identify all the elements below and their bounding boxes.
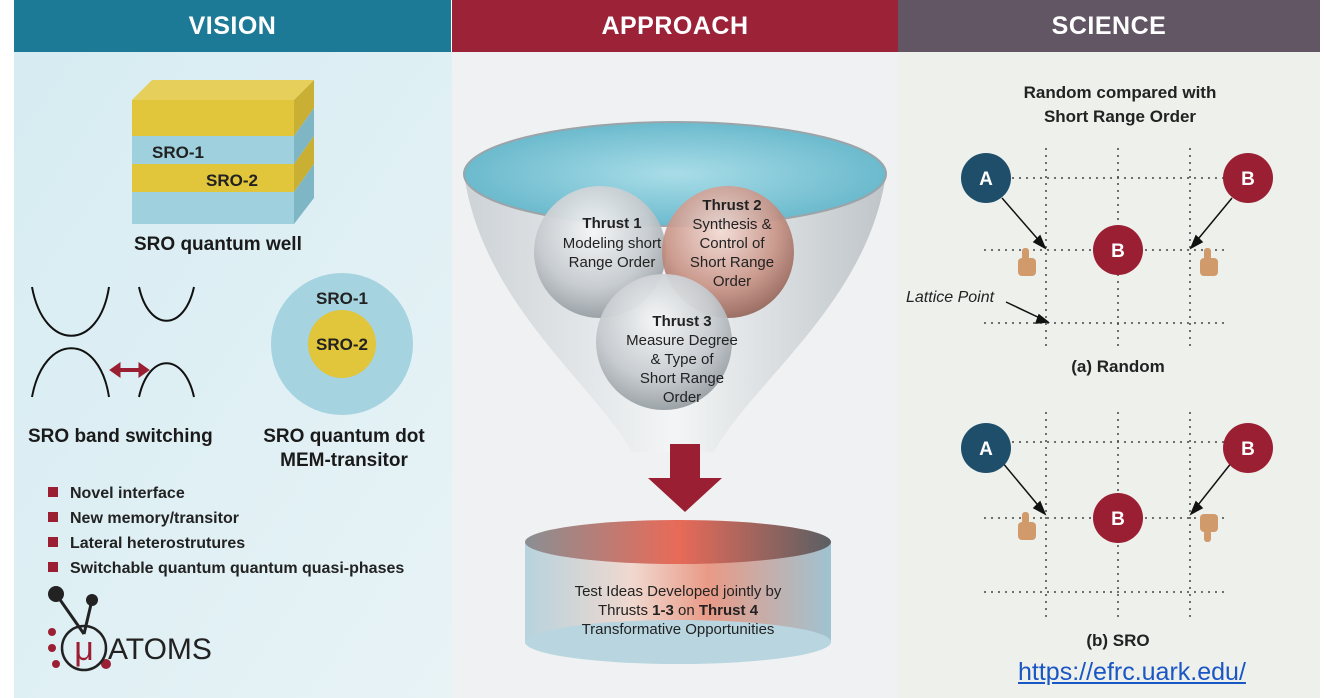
cylinder-line-3: Transformative Opportunities bbox=[582, 621, 775, 638]
thrust-1-title: Thrust 1 bbox=[582, 215, 641, 232]
caption-random: (a) Random bbox=[1071, 357, 1165, 376]
funnel-top bbox=[463, 121, 887, 227]
caption-sro: (b) SRO bbox=[1086, 631, 1149, 650]
atom-b-center bbox=[1093, 225, 1143, 275]
atom-b-center-label: B bbox=[1111, 509, 1125, 530]
science-title-1: Random compared with bbox=[1024, 83, 1217, 102]
atom-a-label: A bbox=[979, 169, 993, 190]
logo-mu: μ bbox=[74, 630, 94, 668]
thrust-4-cylinder bbox=[525, 520, 831, 664]
atom-a bbox=[961, 153, 1011, 203]
thrust-2-line: Short Range bbox=[690, 254, 774, 271]
dot-caption-2: MEM-transitor bbox=[280, 450, 408, 471]
thrust-2-title: Thrust 2 bbox=[702, 197, 761, 214]
bullet-item: Lateral heterostrutures bbox=[70, 535, 245, 552]
atom-a bbox=[961, 423, 1011, 473]
approach-panel: Thrust 1 Modeling short Range Order Thru… bbox=[452, 52, 898, 698]
thrust-2-line: Synthesis & bbox=[692, 216, 771, 233]
well-label-sro2: SRO-2 bbox=[206, 171, 258, 190]
dot-caption-1: SRO quantum dot bbox=[263, 426, 425, 447]
quantum-well-block bbox=[132, 80, 314, 224]
double-arrow-icon bbox=[109, 362, 150, 378]
cylinder-line-2: Thrusts 1-3 on Thrust 4 bbox=[598, 602, 759, 619]
lattice-point-label: Lattice Point bbox=[906, 289, 995, 306]
science-panel: Random compared with Short Range Order A… bbox=[898, 52, 1320, 698]
band-caption: SRO band switching bbox=[28, 426, 213, 447]
science-title-2: Short Range Order bbox=[1044, 107, 1196, 126]
thrust-1-line: Range Order bbox=[569, 254, 656, 271]
science-header: SCIENCE bbox=[898, 0, 1320, 52]
thrust-1-line: Modeling short bbox=[563, 235, 662, 252]
logo-text: ATOMS bbox=[108, 633, 212, 666]
atom-b-label: B bbox=[1241, 439, 1255, 460]
bullet-item: Novel interface bbox=[70, 485, 185, 502]
thrust-3-line: & Type of bbox=[650, 351, 714, 368]
dot-label-sro2: SRO-2 bbox=[316, 335, 368, 354]
atom-b-center bbox=[1093, 493, 1143, 543]
thrust-3-title: Thrust 3 bbox=[652, 313, 711, 330]
dot-label-sro1: SRO-1 bbox=[316, 289, 368, 308]
vision-header: VISION bbox=[14, 0, 451, 52]
atom-b bbox=[1223, 153, 1273, 203]
band-curves bbox=[31, 286, 195, 398]
thrust-3-line: Short Range bbox=[640, 370, 724, 387]
vision-panel: SRO-1 SRO-2 SRO quantum well SRO band sw… bbox=[14, 52, 452, 698]
thrust-3-sphere bbox=[596, 274, 732, 410]
bullet-item: New memory/transitor bbox=[70, 510, 239, 527]
bullet-item: Switchable quantum quantum quasi-phases bbox=[70, 560, 404, 577]
quantum-dot-inner bbox=[308, 310, 376, 378]
atom-b-center-label: B bbox=[1111, 241, 1125, 262]
atoms-logo: μ ATOMS bbox=[48, 586, 212, 672]
thumbs-up-icon bbox=[1018, 248, 1036, 276]
pointer-arrows bbox=[1001, 197, 1233, 516]
well-caption: SRO quantum well bbox=[134, 234, 302, 255]
thrust-3-line: Order bbox=[663, 389, 701, 406]
atom-a-label: A bbox=[979, 439, 993, 460]
thumbs-down-icon bbox=[1200, 514, 1218, 542]
thumbs-up-icon bbox=[1018, 512, 1036, 540]
thrust-2-line: Order bbox=[713, 273, 751, 290]
thumbs-up-icon bbox=[1200, 248, 1218, 276]
thrust-3-line: Measure Degree bbox=[626, 332, 738, 349]
approach-header: APPROACH bbox=[452, 0, 898, 52]
efrc-link[interactable]: https://efrc.uark.edu/ bbox=[1018, 658, 1246, 686]
well-label-sro1: SRO-1 bbox=[152, 143, 204, 162]
thrust-2-line: Control of bbox=[699, 235, 765, 252]
atom-b bbox=[1223, 423, 1273, 473]
down-arrow-icon bbox=[648, 444, 722, 512]
cylinder-line-1: Test Ideas Developed jointly by bbox=[575, 583, 782, 600]
atom-b-label: B bbox=[1241, 169, 1255, 190]
bullet-list: Novel interface New memory/transitor Lat… bbox=[48, 485, 404, 577]
